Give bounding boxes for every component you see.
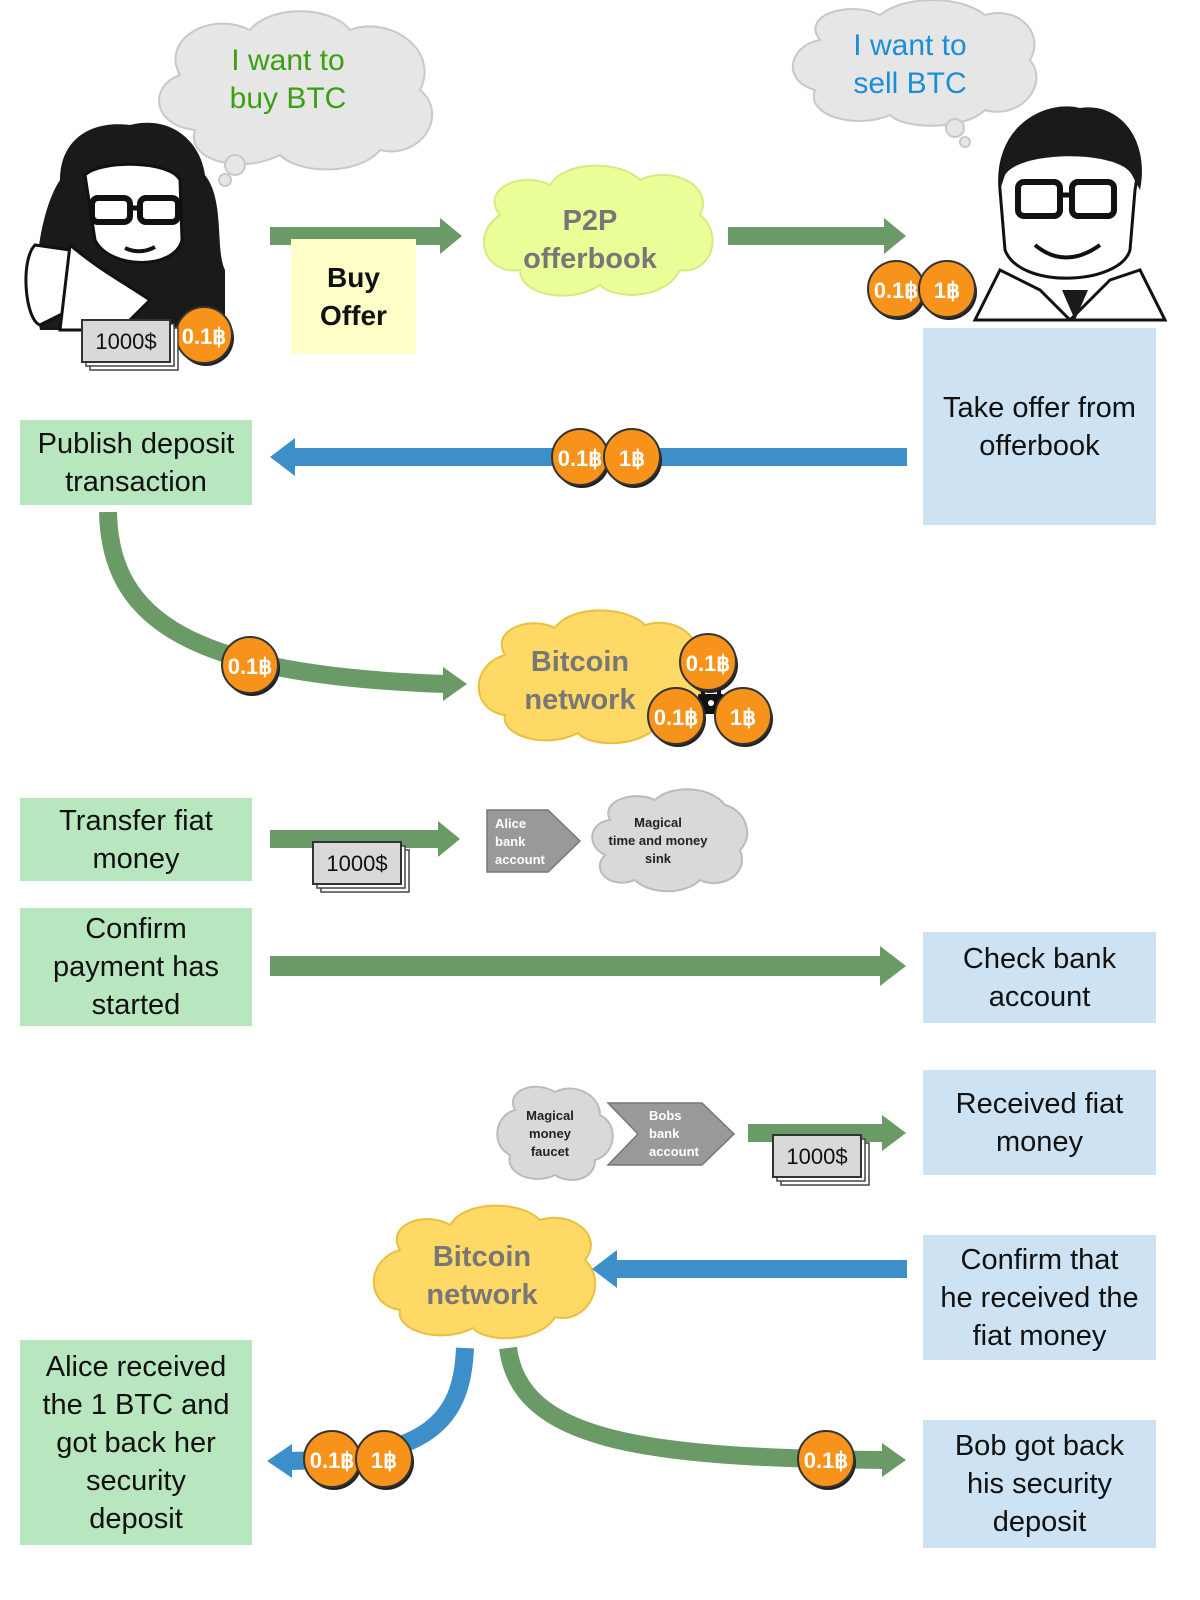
publish-deposit-box: Publish deposit transaction: [20, 420, 252, 505]
arrow-confirm-started: [270, 946, 906, 986]
take-offer-box: Take offer from offerbook: [923, 328, 1156, 525]
arrow-offerbook-to-seller: [728, 218, 906, 254]
alice-bank-shape: [486, 809, 582, 873]
bitcoin-network-label-2: Bitcoin network: [426, 1241, 538, 1311]
bobs-bank-shape: [606, 1102, 736, 1166]
bitcoin-network-cloud-2: [372, 1204, 597, 1340]
magical-sink-label: Magical time and money sink: [608, 815, 708, 866]
confirm-received-box: Confirm that he received the fiat money: [923, 1235, 1156, 1360]
lock-icon: [698, 676, 724, 714]
buyer-thought-text: I want to buy BTC: [229, 44, 347, 115]
magical-sink-cloud: [591, 788, 749, 893]
bob-got-back-box: Bob got back his security deposit: [923, 1420, 1156, 1548]
buy-offer-note: Buy Offer: [291, 239, 416, 354]
arrow-transfer-fiat: [270, 821, 460, 857]
arrow-network-to-bob: [499, 1346, 906, 1477]
seller-thought-text: I want to sell BTC: [853, 29, 967, 100]
arrow-take-offer: [270, 438, 907, 476]
bobs-bank-label: Bobs bank account: [649, 1108, 699, 1159]
magical-faucet-cloud: [496, 1085, 614, 1181]
offerbook-cloud: [482, 164, 714, 297]
bitcoin-network-label-1: Bitcoin network: [524, 646, 636, 716]
offerbook-label: P2P offerbook: [523, 205, 657, 275]
arrow-received-fiat: [748, 1115, 906, 1151]
buyer-person: [24, 122, 225, 332]
alice-bank-label: Alice bank account: [495, 816, 545, 867]
buyer-thought-cloud: [158, 10, 434, 187]
arrow-network-to-alice: [267, 1347, 474, 1478]
confirm-started-box: Confirm payment has started: [20, 908, 252, 1026]
check-bank-box: Check bank account: [923, 932, 1156, 1023]
alice-received-box: Alice received the 1 BTC and got back he…: [20, 1340, 252, 1545]
seller-person: [972, 106, 1168, 322]
received-fiat-box: Received fiat money: [923, 1070, 1156, 1175]
seller-thought-cloud: [791, 0, 1038, 148]
arrow-deposit-to-network: [99, 511, 467, 701]
magical-faucet-label: Magical money faucet: [526, 1108, 574, 1159]
transfer-fiat-box: Transfer fiat money: [20, 798, 252, 881]
arrow-confirm-received: [592, 1250, 907, 1288]
